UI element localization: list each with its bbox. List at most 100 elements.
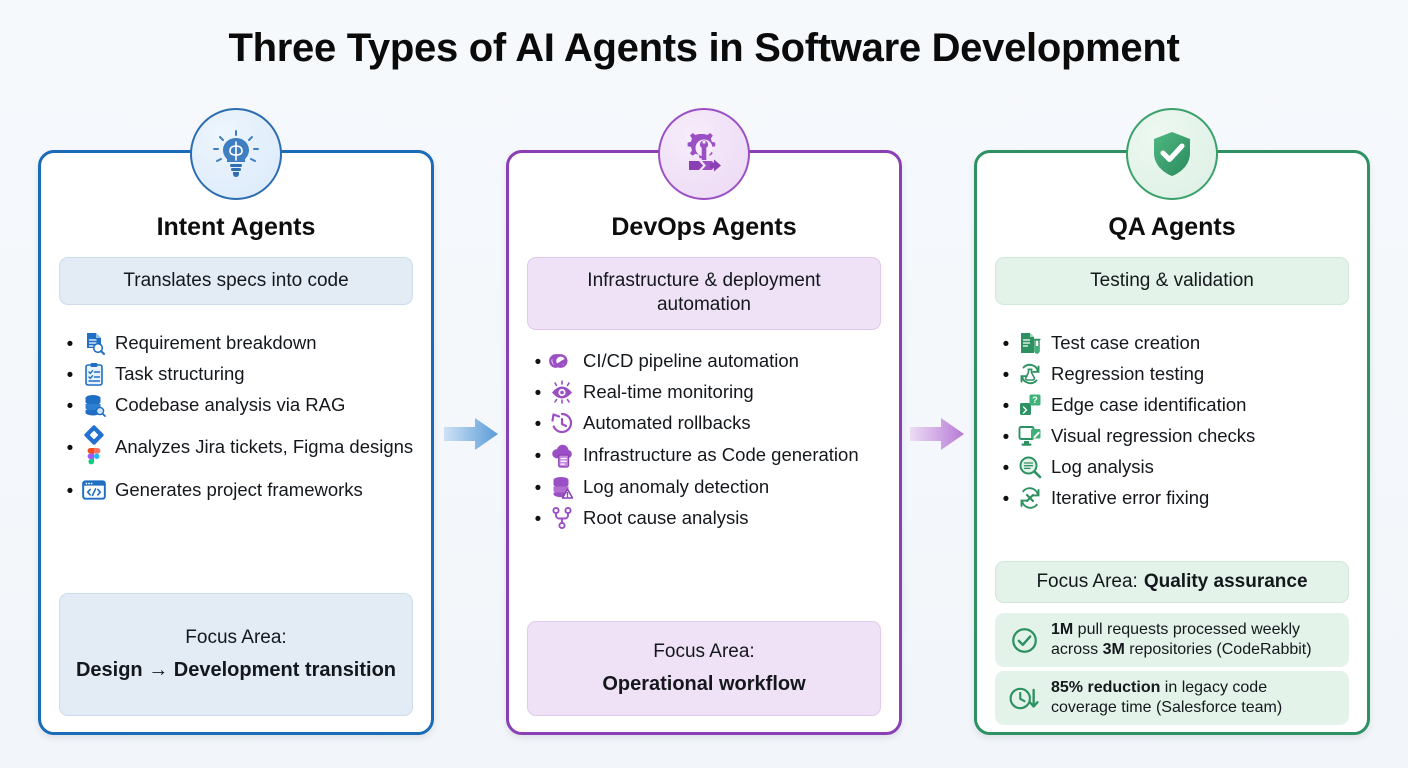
bullet-dot: • xyxy=(66,480,74,502)
bullet-dot: • xyxy=(66,333,74,355)
list-item-label: Root cause analysis xyxy=(583,507,749,529)
bullet-dot: • xyxy=(1002,395,1010,417)
check-circle-icon xyxy=(1007,627,1041,654)
list-item-label: Real-time monitoring xyxy=(583,381,754,403)
svg-text:?: ? xyxy=(1032,395,1038,405)
list-item: • Iterativ xyxy=(999,486,1353,510)
bullet-dot: • xyxy=(534,351,542,373)
stat-text: 1M pull requests processed weekly across… xyxy=(1051,620,1312,660)
focus-area-value: Operational workflow xyxy=(602,672,806,695)
focus-area-box: Focus Area: Design → Development transit… xyxy=(59,593,413,716)
jira-icon xyxy=(83,424,105,446)
clock-down-icon xyxy=(1007,685,1041,712)
brain-lightbulb-icon xyxy=(190,108,282,200)
list-item: • xyxy=(63,424,417,470)
stat-text-rest: pull requests processed weekly xyxy=(1073,621,1301,639)
list-item-label: Regression testing xyxy=(1051,363,1205,385)
card-title: QA Agents xyxy=(1108,213,1236,241)
bullet-dot: • xyxy=(1002,457,1010,479)
list-item: • Requirement breakdown xyxy=(63,331,417,355)
card-title: DevOps Agents xyxy=(611,213,797,241)
stat-value-primary: 1M xyxy=(1051,621,1074,639)
list-item-label: Log analysis xyxy=(1051,456,1154,478)
bullet-dot: • xyxy=(534,382,542,404)
list-item-label: Log anomaly detection xyxy=(583,476,770,498)
code-window-icon xyxy=(77,477,111,503)
cloud-document-icon xyxy=(545,442,579,468)
bullet-dot: • xyxy=(66,437,74,459)
database-warning-icon xyxy=(545,475,579,499)
card-qa-agents: QA Agents Testing & validation • xyxy=(974,108,1370,735)
bullet-dot: • xyxy=(1002,364,1010,386)
clock-rewind-icon xyxy=(545,411,579,435)
list-item-label: Infrastructure as Code generation xyxy=(583,443,859,465)
bullet-dot: • xyxy=(534,508,542,530)
bullet-dot: • xyxy=(1002,333,1010,355)
monitor-visual-icon xyxy=(1013,424,1047,448)
iterative-fix-icon xyxy=(1013,486,1047,510)
focus-area-box: Focus Area: Operational workflow xyxy=(527,621,881,716)
list-item-label: Visual regression checks xyxy=(1051,425,1256,447)
stat-text-tail: repositories (CodeRabbit) xyxy=(1124,641,1312,658)
clipboard-checklist-icon xyxy=(77,362,111,386)
list-item: • Root cause analysis xyxy=(531,506,885,530)
eye-monitor-icon xyxy=(545,380,579,404)
focus-area-label: Focus Area: xyxy=(1036,571,1138,592)
feature-list: • CI/CD pipeline automation • xyxy=(531,349,885,537)
stat-value-secondary: 3M xyxy=(1102,641,1125,658)
list-item: • ? Edge case identification xyxy=(999,393,1353,417)
feature-list: • Test case creation • xyxy=(999,331,1353,517)
focus-area-value: Design → Development transition xyxy=(75,658,397,681)
test-document-icon xyxy=(1013,331,1047,355)
list-item: • Automated rollbacks xyxy=(531,411,885,435)
feature-list: • Requirement breakdown • xyxy=(63,331,417,510)
document-search-icon xyxy=(77,331,111,355)
list-item: • Test case creation xyxy=(999,331,1353,355)
bullet-dot: • xyxy=(534,477,542,499)
card-devops-agents: DevOps Agents Infrastructure & deploymen… xyxy=(506,108,902,735)
stat-box: 85% reduction in legacy code coverage ti… xyxy=(995,671,1349,725)
bullet-dot: • xyxy=(66,395,74,417)
infinity-icon xyxy=(545,349,579,373)
list-item-label: Automated rollbacks xyxy=(583,412,751,434)
list-item-label: Test case creation xyxy=(1051,332,1201,354)
log-magnifier-icon xyxy=(1013,455,1047,479)
list-item: • Regressi xyxy=(999,362,1353,386)
list-item-label: CI/CD pipeline automation xyxy=(583,350,799,372)
list-item: • Codebase analysis via RAG xyxy=(63,393,417,417)
stat-text: 85% reduction in legacy code coverage ti… xyxy=(1051,678,1282,718)
gear-wrench-pipeline-icon xyxy=(658,108,750,200)
list-item: • Infrastructure as Code generation xyxy=(531,442,885,468)
list-item: • xyxy=(531,380,885,404)
list-item-label: Requirement breakdown xyxy=(115,332,317,354)
card-subtitle: Translates specs into code xyxy=(59,257,413,306)
card-title: Intent Agents xyxy=(156,213,316,241)
figma-icon xyxy=(85,448,103,470)
shield-check-icon xyxy=(1126,108,1218,200)
list-item: • Visual regression checks xyxy=(999,424,1353,448)
stat-text-tail: coverage time (Salesforce team) xyxy=(1051,699,1283,716)
focus-area-label: Focus Area: xyxy=(653,640,755,662)
card-intent-agents: Intent Agents Translates specs into code… xyxy=(38,108,434,735)
stat-value-primary: 85% reduction xyxy=(1051,679,1161,697)
card-subtitle: Testing & validation xyxy=(995,257,1349,306)
bullet-dot: • xyxy=(1002,426,1010,448)
list-item-label: Codebase analysis via RAG xyxy=(115,394,346,416)
arrow-intent-to-devops xyxy=(442,412,502,456)
focus-area-label: Focus Area: xyxy=(185,626,287,648)
page-title: Three Types of AI Agents in Software Dev… xyxy=(228,26,1180,70)
list-item-label: Generates project frameworks xyxy=(115,478,363,500)
list-item: • Generates project frameworks xyxy=(63,477,417,503)
list-item-label: Iterative error fixing xyxy=(1051,487,1210,509)
edge-case-question-icon: ? xyxy=(1013,393,1047,417)
list-item-label: Edge case identification xyxy=(1051,394,1247,416)
list-item-label: Task structuring xyxy=(115,363,245,385)
arrow-devops-to-qa xyxy=(908,412,968,456)
branch-node-icon xyxy=(545,506,579,530)
stat-box: 1M pull requests processed weekly across… xyxy=(995,613,1349,667)
bullet-dot: • xyxy=(66,364,74,386)
bullet-dot: • xyxy=(1002,488,1010,510)
regression-flask-icon xyxy=(1013,362,1047,386)
bullet-dot: • xyxy=(534,445,542,467)
